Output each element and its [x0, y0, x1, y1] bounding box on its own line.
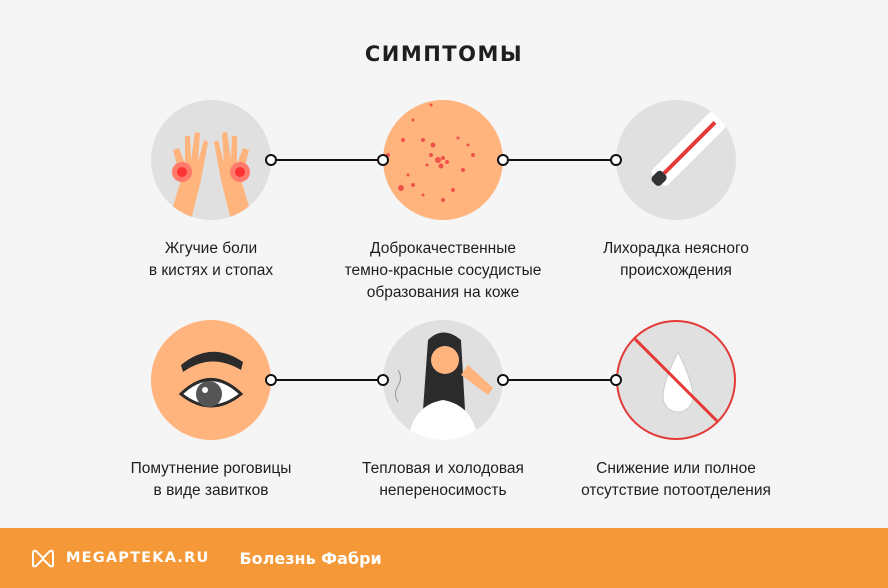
connector-dot: [377, 374, 389, 386]
connector-dot: [377, 154, 389, 166]
logo-icon: [32, 549, 54, 568]
connector-dot: [265, 154, 277, 166]
burning-hands-icon: [151, 100, 271, 220]
footer: MEGAPTEKA.RU Болезнь Фабри: [0, 528, 888, 588]
brand-logo[interactable]: MEGAPTEKA.RU: [30, 548, 209, 568]
topic-title: Болезнь Фабри: [239, 548, 382, 568]
thermometer-icon: [616, 100, 736, 220]
page-title: СИМПТОМЫ: [364, 42, 524, 66]
connector-line: [277, 159, 378, 161]
connector-dot: [265, 374, 277, 386]
eye-icon: [151, 320, 271, 440]
connector-dot: [610, 374, 622, 386]
woman-heat-icon: [383, 320, 503, 440]
connector-dot: [610, 154, 622, 166]
connector-line: [277, 379, 378, 381]
connector-dot: [497, 154, 509, 166]
brand-name: MEGAPTEKA.RU: [66, 550, 210, 566]
connector-line: [509, 379, 611, 381]
connector-line: [509, 159, 611, 161]
no-sweat-icon: [616, 320, 736, 440]
connector-dot: [497, 374, 509, 386]
skin-rash-icon: [383, 100, 503, 220]
